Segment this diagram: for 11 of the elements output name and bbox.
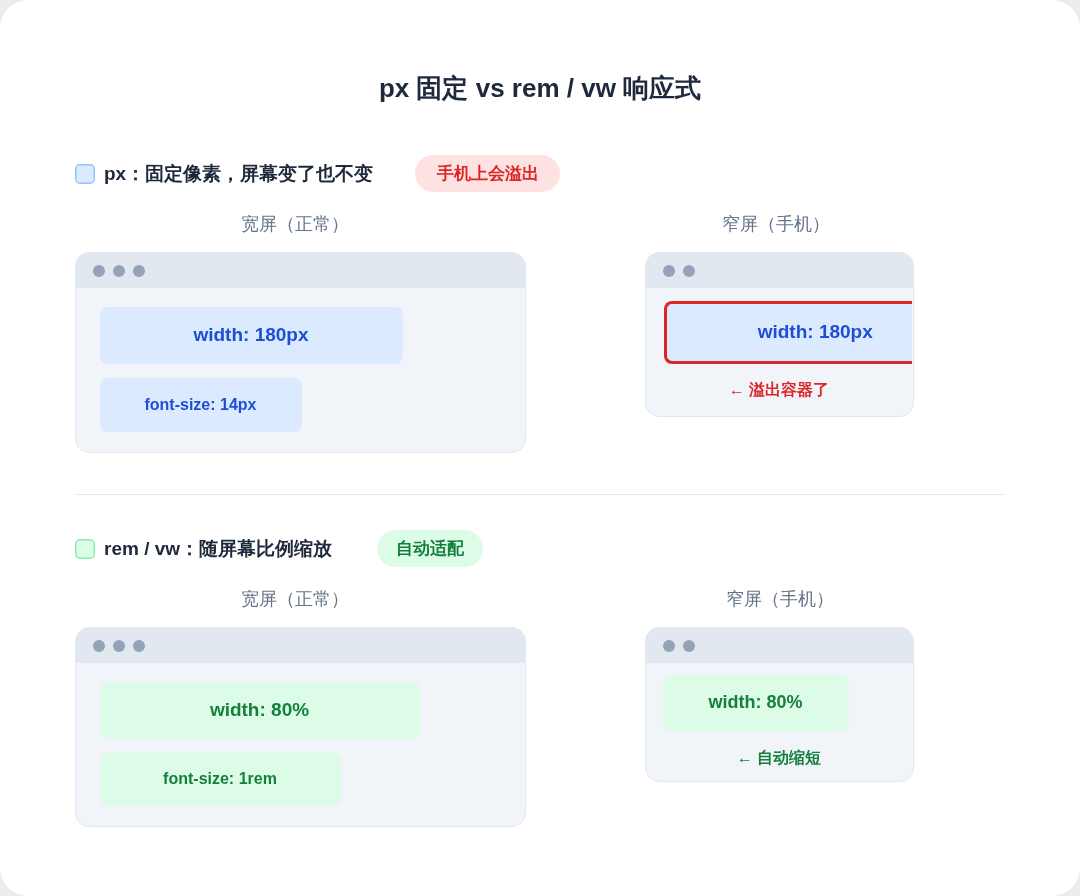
section-heading: rem / vw：随屏幕比例缩放 bbox=[104, 537, 333, 561]
diagram-title: px 固定 vs rem / vw 响应式 bbox=[378, 72, 702, 105]
window-caption: 宽屏（正常） bbox=[241, 588, 349, 610]
status-badge: 手机上会溢出 bbox=[415, 155, 560, 192]
section-heading: px：固定像素，屏幕变了也不变 bbox=[104, 162, 374, 186]
window-caption: 窄屏（手机） bbox=[722, 213, 830, 235]
window-caption: 宽屏（正常） bbox=[241, 213, 349, 235]
window-caption: 窄屏（手机） bbox=[726, 588, 834, 610]
annotation-text: ← 溢出容器了 bbox=[728, 380, 830, 400]
annotation-text: ← 自动缩短 bbox=[736, 748, 822, 768]
status-badge: 自动适配 bbox=[377, 530, 483, 567]
